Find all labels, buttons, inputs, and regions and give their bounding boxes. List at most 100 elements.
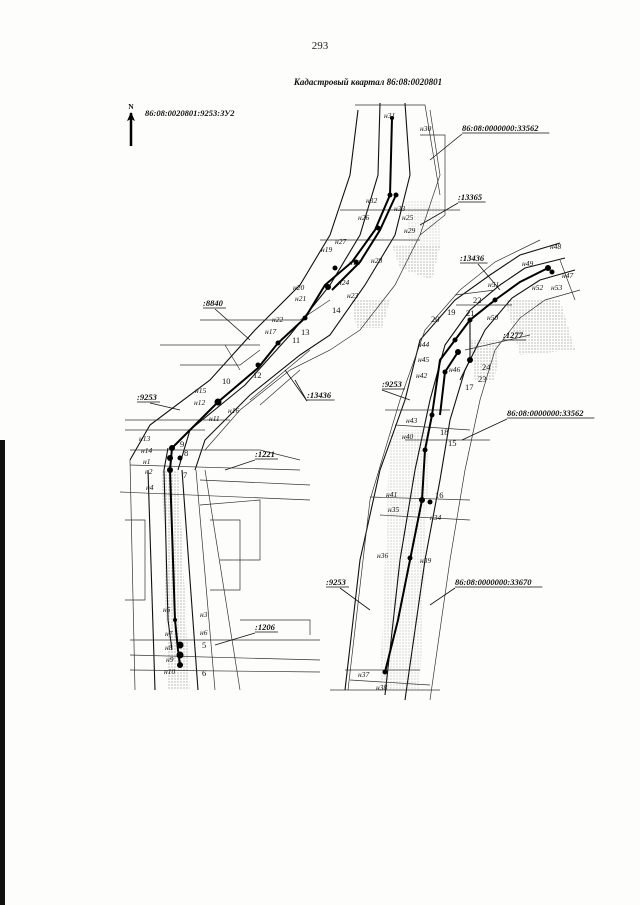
shaded-areas (162, 200, 575, 690)
point-label: н23 (347, 291, 358, 300)
cadastral-label: :13365 (458, 192, 483, 202)
boundary-number: 17 (465, 382, 474, 392)
point-label: н46 (449, 365, 460, 374)
cadastral-label: :13436 (460, 253, 485, 263)
point-label: н28 (371, 256, 382, 265)
point-label: н19 (321, 245, 332, 254)
point-label: н16 (228, 406, 239, 415)
left-strip-boundaries (119, 102, 460, 691)
point-label: н51 (488, 280, 499, 289)
point-label: н48 (550, 242, 561, 251)
point-label: н5 (163, 605, 171, 614)
boundary-number: 16 (435, 490, 444, 500)
boundary-number: 20 (431, 314, 440, 324)
point-label: н3 (200, 610, 208, 619)
point-label: н6 (200, 628, 208, 637)
cadastral-label: :1277 (503, 330, 524, 340)
cadastral-label: :9253 (382, 379, 403, 389)
boundary-number: 24 (482, 362, 491, 372)
cadastral-label: :1221 (255, 449, 275, 459)
point-label: н18 (349, 258, 360, 267)
point-label: н29 (404, 226, 415, 235)
point-label: н42 (416, 371, 427, 380)
point-label: н26 (358, 213, 369, 222)
cadastral-label: :1206 (255, 622, 276, 632)
point-label: н8 (165, 643, 173, 652)
right-strip-boundaries (330, 239, 581, 701)
cadastral-labels: 86:08:0000000:33562 :13365 :13436 :8840 :127… (137, 123, 595, 633)
boundary-number: 14 (332, 305, 341, 315)
point-label: н43 (406, 416, 417, 425)
point-label: н30 (420, 124, 431, 133)
boundary-number: 18 (440, 427, 449, 437)
boundary-number: 23 (478, 374, 487, 384)
point-label: н41 (386, 490, 397, 499)
left-strip-axis (163, 117, 397, 666)
point-label: н1 (143, 457, 150, 466)
point-label: н15 (195, 386, 206, 395)
cadastral-label: 86:08:0000000:33562 (462, 123, 539, 133)
cadastral-label: :13436 (307, 390, 332, 400)
point-label: н49 (522, 259, 533, 268)
boundary-number: 8 (184, 448, 188, 458)
point-label: н45 (418, 355, 429, 364)
point-label: н47 (562, 271, 573, 280)
point-label: н4 (146, 483, 154, 492)
point-label: н38 (376, 683, 387, 692)
boundary-number: 21 (466, 308, 475, 318)
point-label: н13 (139, 434, 150, 443)
point-label: н35 (388, 505, 399, 514)
point-label: н21 (295, 294, 306, 303)
leader-lines (149, 133, 508, 646)
boundary-number: 11 (292, 335, 300, 345)
point-label: н37 (358, 670, 369, 679)
point-label: н44 (418, 340, 429, 349)
left-strip-points (167, 116, 399, 668)
point-label: н24 (338, 278, 349, 287)
point-label: н11 (209, 414, 220, 423)
right-strip-points (382, 265, 555, 675)
boundary-number: 9 (180, 439, 184, 449)
map-title: Кадастровый квартал 86:08:0020801 (293, 77, 442, 87)
cadastral-label: 86:08:0000000:33562 (507, 408, 584, 418)
point-label: н34 (430, 513, 441, 522)
cadastral-label: :9253 (137, 392, 158, 402)
cadastral-label: :9253 (326, 577, 347, 587)
point-label: н12 (194, 398, 205, 407)
boundary-number: 19 (447, 307, 456, 317)
point-label: н50 (487, 313, 498, 322)
point-label: н25 (402, 213, 413, 222)
boundary-number: 6 (202, 668, 206, 678)
point-label: н20 (293, 283, 304, 292)
point-label: н17 (265, 327, 276, 336)
boundary-number: 7 (183, 470, 187, 480)
parcel-number: 86:08:0020801:9253:ЗУ2 (145, 108, 235, 118)
north-letter: N (128, 102, 134, 111)
north-arrow-icon: N (127, 102, 135, 146)
cadastral-label: :8840 (203, 298, 224, 308)
scan-edge (0, 440, 5, 905)
point-label: н32 (366, 196, 377, 205)
point-label: н10 (164, 667, 175, 676)
point-label: н36 (377, 551, 388, 560)
point-label: н40 (402, 432, 413, 441)
point-label: н31 (384, 111, 395, 120)
boundary-number: 22 (473, 295, 482, 305)
boundary-number: 15 (448, 438, 457, 448)
point-label: н9 (166, 655, 174, 664)
cadastral-label: 86:08:0000000:33670 (455, 577, 532, 587)
point-label: н53 (551, 283, 562, 292)
point-label: н14 (141, 446, 152, 455)
point-label: н39 (420, 556, 431, 565)
boundary-number: 13 (301, 327, 310, 337)
point-label: н52 (532, 283, 543, 292)
point-label: н33 (394, 204, 405, 213)
point-label: н2 (145, 467, 153, 476)
boundary-number: 5 (202, 640, 206, 650)
point-label: н7 (165, 629, 173, 638)
point-label: н27 (335, 237, 346, 246)
point-label: н22 (272, 315, 283, 324)
